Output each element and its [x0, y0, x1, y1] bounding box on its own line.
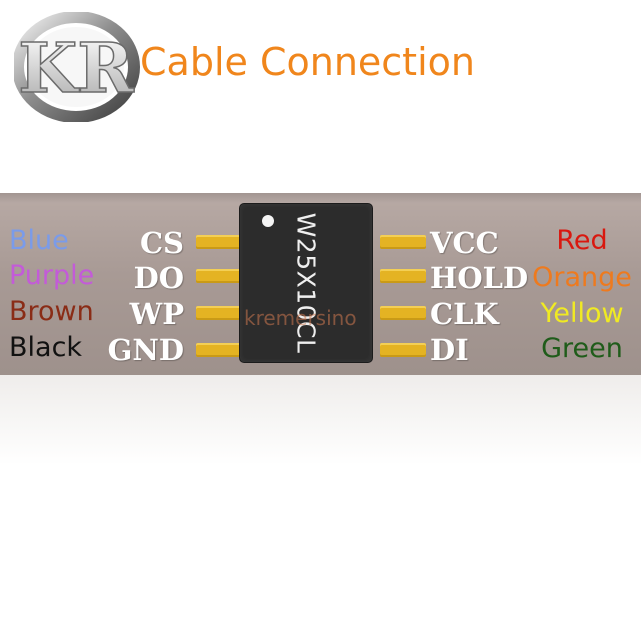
- wire-label-blue: Blue: [9, 225, 69, 256]
- lead-left-2: [196, 269, 242, 283]
- reflection: [0, 375, 641, 465]
- page-title: Cable Connection: [140, 40, 475, 84]
- wire-label-brown: Brown: [9, 296, 94, 327]
- lead-right-2: [380, 269, 426, 283]
- pin1-marker-icon: [262, 215, 274, 227]
- wire-label-black: Black: [9, 332, 83, 363]
- chip-body: W25X10CL: [240, 204, 372, 362]
- lead-left-1: [196, 235, 242, 249]
- lead-right-1: [380, 235, 426, 249]
- wire-label-green: Green: [541, 333, 623, 364]
- wire-label-orange: Orange: [532, 262, 632, 293]
- pin-label-cs: CS: [139, 226, 184, 260]
- pin-label-clk: CLK: [430, 297, 499, 331]
- lead-left-4: [196, 343, 242, 357]
- wire-label-yellow: Yellow: [540, 298, 624, 329]
- pin-label-gnd: GND: [107, 333, 184, 367]
- pin-label-wp: WP: [129, 297, 184, 331]
- kr-logo-icon: KR: [14, 12, 140, 122]
- wire-label-purple: Purple: [9, 260, 95, 291]
- watermark: kremersino: [244, 306, 357, 330]
- lead-right-3: [380, 306, 426, 320]
- logo-letters: KR: [18, 29, 134, 109]
- lead-left-3: [196, 306, 242, 320]
- pin-label-do: DO: [133, 261, 184, 295]
- pin-label-hold: HOLD: [430, 261, 529, 295]
- wire-label-red: Red: [556, 225, 608, 256]
- pin-label-vcc: VCC: [430, 226, 499, 260]
- chip-label: W25X10CL: [291, 212, 321, 354]
- pin-label-di: DI: [430, 333, 469, 367]
- lead-right-4: [380, 343, 426, 357]
